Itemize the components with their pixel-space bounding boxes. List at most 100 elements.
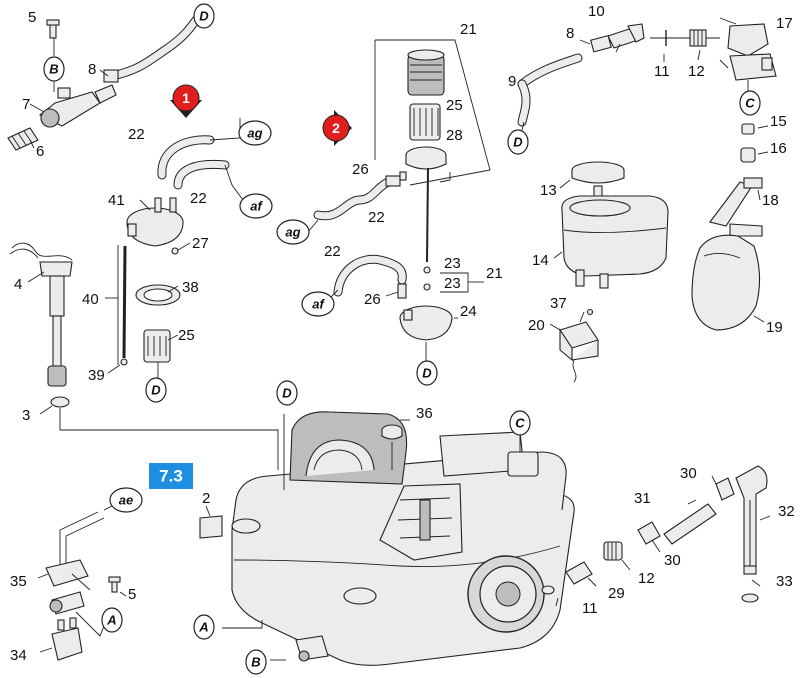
svg-text:D: D: [422, 366, 432, 381]
machine-housing: [199, 411, 575, 666]
part-label-35: 35: [10, 573, 27, 590]
part-label-28: 28: [446, 127, 463, 144]
pump-connector-assembly: [517, 17, 777, 131]
part-label-18: 18: [762, 192, 779, 209]
svg-text:A: A: [106, 613, 116, 628]
section-badge-label: 7.3: [159, 467, 183, 486]
part-label-12: 12: [638, 570, 655, 587]
part-label-12: 12: [688, 63, 705, 80]
part-label-22: 22: [190, 190, 207, 207]
ref-bubble-d-24: D: [416, 360, 438, 386]
part-label-10: 10: [588, 3, 605, 20]
sensor-assembly: [9, 242, 279, 470]
part-label-33: 33: [776, 573, 793, 590]
part-label-21: 21: [486, 265, 503, 282]
part-label-16: 16: [770, 140, 787, 157]
svg-text:ag: ag: [285, 225, 300, 240]
part-label-13: 13: [540, 182, 557, 199]
part-label-11: 11: [654, 63, 670, 80]
ref-bubble-d-body: D: [276, 380, 298, 406]
part-label-2: 2: [202, 490, 210, 507]
part-label-41: 41: [108, 192, 125, 209]
outlet-fittings: [541, 465, 771, 607]
part-label-8: 8: [566, 25, 574, 42]
part-label-38: 38: [182, 279, 199, 296]
part-label-26: 26: [352, 161, 369, 178]
part-label-23: 23: [444, 255, 461, 272]
filter-assembly-2: [307, 39, 491, 362]
part-label-5: 5: [28, 9, 36, 26]
step-2-label: 2: [332, 120, 340, 136]
part-label-25: 25: [446, 97, 463, 114]
part-label-19: 19: [766, 319, 783, 336]
ref-bubble-af-mid: af: [301, 291, 335, 317]
part-label-26: 26: [364, 291, 381, 308]
part-label-23: 23: [444, 275, 461, 292]
ref-bubble-af-top: af: [239, 193, 273, 219]
part-label-17: 17: [776, 15, 793, 32]
svg-text:D: D: [282, 386, 292, 401]
step-1-label: 1: [182, 90, 190, 106]
ref-bubble-b-left: B: [43, 56, 65, 82]
step-2-badge: 2: [322, 110, 352, 146]
ref-bubble-ae: ae: [109, 487, 143, 513]
ref-bubble-c-body: C: [509, 410, 531, 436]
part-label-36: 36: [416, 405, 433, 422]
part-label-34: 34: [10, 647, 27, 664]
part-label-22: 22: [368, 209, 385, 226]
part-label-31: 31: [634, 490, 651, 507]
part-label-14: 14: [532, 252, 549, 269]
part-label-24: 24: [460, 303, 477, 320]
part-label-40: 40: [82, 291, 99, 308]
part-label-3: 3: [22, 407, 30, 424]
part-label-30: 30: [664, 552, 681, 569]
ref-bubble-a-body: A: [193, 614, 215, 640]
step-1-badge: 1: [170, 84, 202, 118]
part-label-25: 25: [178, 327, 195, 344]
svg-text:B: B: [49, 62, 58, 77]
float-valve-parts: [691, 123, 769, 331]
ref-bubble-a-left: A: [101, 607, 123, 633]
part-label-4: 4: [14, 276, 22, 293]
part-label-37: 37: [550, 295, 567, 312]
part-label-7: 7: [22, 96, 30, 113]
part-label-29: 29: [608, 585, 625, 602]
detergent-tank: [553, 161, 669, 289]
svg-text:D: D: [199, 9, 209, 24]
svg-text:C: C: [515, 416, 525, 431]
part-label-8: 8: [88, 61, 96, 78]
svg-text:C: C: [745, 96, 755, 111]
svg-text:D: D: [513, 135, 523, 150]
part-label-20: 20: [528, 317, 545, 334]
svg-text:B: B: [251, 655, 260, 670]
ref-bubble-d-top: D: [193, 3, 215, 29]
ref-bubble-d-right: D: [507, 129, 529, 155]
svg-text:af: af: [250, 199, 263, 214]
part-label-9: 9: [508, 73, 516, 90]
accessory-assembly-7-3: [37, 503, 127, 661]
svg-text:A: A: [198, 620, 208, 635]
ref-bubble-ag-top: ag: [238, 120, 272, 146]
valve-assembly: [7, 15, 201, 151]
ref-bubble-c-right: C: [739, 90, 761, 116]
part-label-15: 15: [770, 113, 787, 130]
part-number-labels: 5 8 7 6 22 22 41 27 40 38 25 39 4 3 21 2…: [10, 3, 795, 664]
part-label-6: 6: [36, 143, 44, 160]
svg-text:D: D: [151, 383, 161, 398]
ref-bubble-ag-mid: ag: [276, 219, 310, 245]
reference-bubbles: D B ag af ag af D D C D D C ae A A B: [43, 3, 761, 675]
svg-text:af: af: [312, 297, 325, 312]
ref-bubble-d-filter: D: [145, 377, 167, 403]
part-label-39: 39: [88, 367, 105, 384]
part-label-22: 22: [128, 126, 145, 143]
part-label-11: 11: [582, 600, 598, 617]
svg-text:ae: ae: [119, 493, 133, 508]
part-label-32: 32: [778, 503, 795, 520]
ref-bubble-b-body: B: [245, 649, 267, 675]
part-label-5: 5: [128, 586, 136, 603]
solenoid-valve: [549, 308, 599, 383]
svg-text:ag: ag: [247, 126, 262, 141]
part-label-30: 30: [680, 465, 697, 482]
